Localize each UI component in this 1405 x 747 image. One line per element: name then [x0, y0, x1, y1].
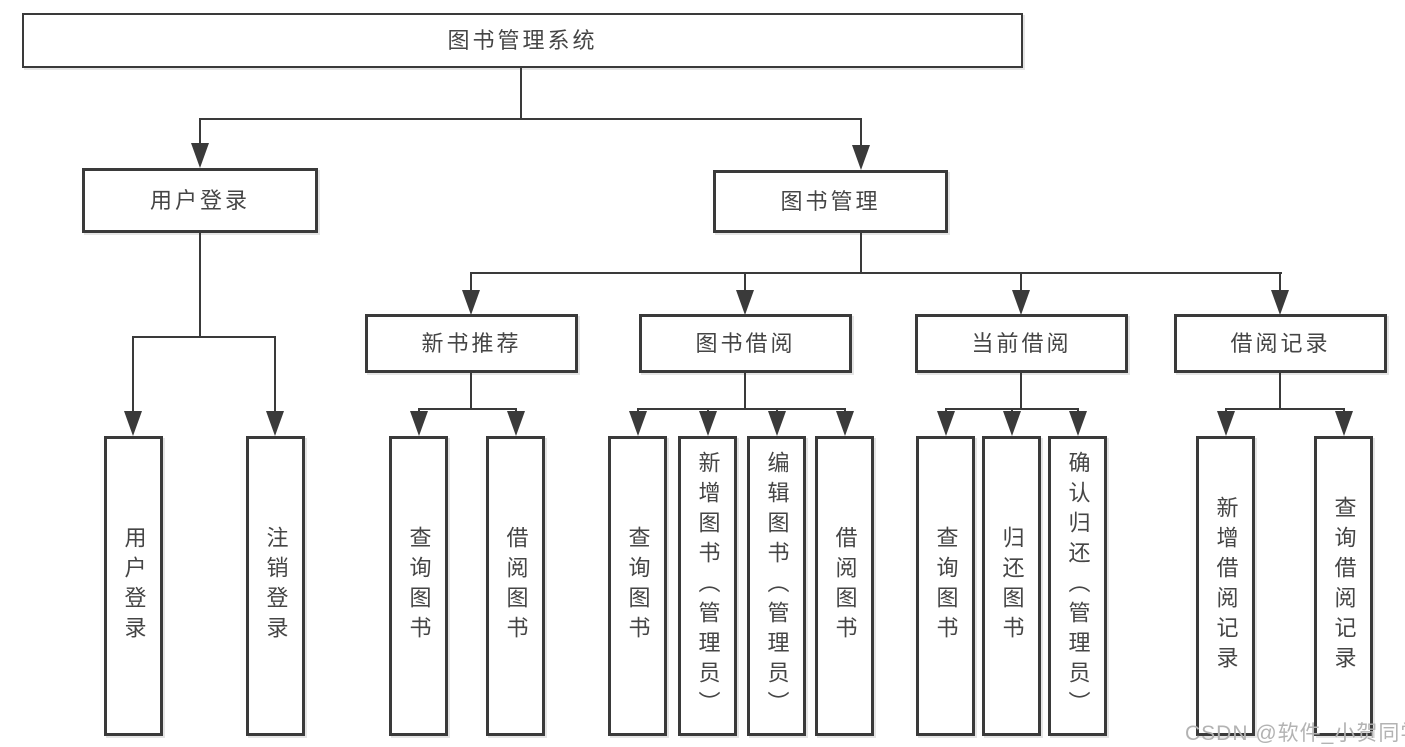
leaf-query-books: 查询图书	[389, 436, 448, 736]
arrow-down-icon	[266, 411, 284, 436]
node-current-borrow: 当前借阅	[915, 314, 1128, 373]
arrow-down-icon	[937, 411, 955, 436]
node-root: 图书管理系统	[22, 13, 1023, 68]
connector-stub	[1020, 272, 1022, 292]
node-book-borrow: 图书借阅	[639, 314, 852, 373]
connector-stub	[470, 272, 472, 292]
connector-stub	[1279, 272, 1281, 292]
arrow-down-icon	[699, 411, 717, 436]
leaf-query-books: 查询图书	[608, 436, 667, 736]
arrow-down-icon	[836, 411, 854, 436]
leaf-query-books: 查询图书	[916, 436, 975, 736]
arrow-down-icon	[1217, 411, 1235, 436]
connector-stub	[274, 336, 276, 413]
connector-user-login-drop	[199, 231, 201, 337]
leaf-query-borrow-record: 查询借阅记录	[1314, 436, 1373, 736]
connector-current-borrow-drop	[1020, 371, 1022, 409]
connector-level3-branch	[470, 272, 1282, 274]
leaf-logout: 注销登录	[246, 436, 305, 736]
arrow-down-icon	[507, 411, 525, 436]
connector-book-borrow-drop	[744, 371, 746, 409]
connector-borrow-records-branch	[1225, 408, 1345, 410]
node-borrow-records: 借阅记录	[1174, 314, 1387, 373]
leaf-add-books-admin: 新增图书（管理员）	[678, 436, 737, 736]
connector-stub	[744, 272, 746, 292]
csdn-watermark: CSDN @软件_小贺同学	[1185, 722, 1405, 745]
node-new-book-recommend: 新书推荐	[365, 314, 578, 373]
arrow-down-icon	[124, 411, 142, 436]
arrow-down-icon	[462, 290, 480, 315]
arrow-down-icon	[852, 145, 870, 170]
arrow-down-icon	[768, 411, 786, 436]
arrow-down-icon	[410, 411, 428, 436]
arrow-down-icon	[1069, 411, 1087, 436]
arrow-down-icon	[1335, 411, 1353, 436]
leaf-add-borrow-record: 新增借阅记录	[1196, 436, 1255, 736]
arrow-down-icon	[1271, 290, 1289, 315]
arrow-down-icon	[1003, 411, 1021, 436]
connector-borrow-records-drop	[1279, 371, 1281, 409]
connector-new-book-drop	[470, 371, 472, 409]
node-book-management: 图书管理	[713, 170, 948, 233]
leaf-borrow-books: 借阅图书	[486, 436, 545, 736]
node-user-login: 用户登录	[82, 168, 318, 233]
arrow-down-icon	[1012, 290, 1030, 315]
connector-book-management-drop	[860, 231, 862, 273]
connector-to-book-management	[860, 118, 862, 148]
arrow-down-icon	[629, 411, 647, 436]
connector-new-book-branch	[418, 408, 517, 410]
arrow-down-icon	[736, 290, 754, 315]
connector-stub	[132, 336, 134, 413]
connector-book-borrow-branch	[637, 408, 846, 410]
leaf-user-login: 用户登录	[104, 436, 163, 736]
leaf-borrow-books: 借阅图书	[815, 436, 874, 736]
leaf-return-books: 归还图书	[982, 436, 1041, 736]
connector-level1-branch	[199, 118, 862, 120]
connector-to-user-login	[199, 118, 201, 146]
leaf-confirm-return-admin: 确认归还（管理员）	[1048, 436, 1107, 736]
connector-user-login-branch	[132, 336, 276, 338]
leaf-edit-books-admin: 编辑图书（管理员）	[747, 436, 806, 736]
connector-root-drop	[520, 67, 522, 119]
arrow-down-icon	[191, 143, 209, 168]
